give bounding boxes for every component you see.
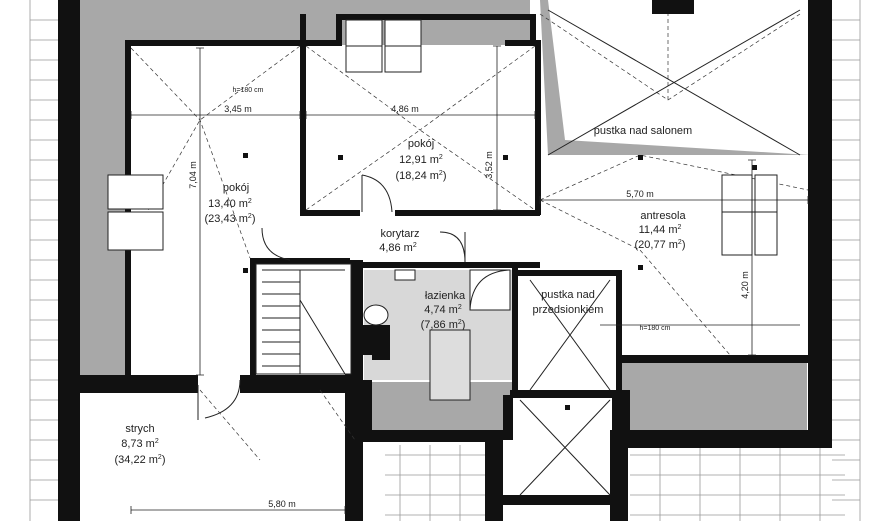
dim-h180-left: h=180 cm bbox=[233, 87, 264, 94]
label-antresola: antresola 11,44 m2 (20,77 m2) bbox=[635, 210, 687, 251]
room-area: 4,86 m bbox=[379, 242, 413, 254]
svg-text:(20,77 m2): (20,77 m2) bbox=[635, 239, 686, 251]
room-area: 4,74 m bbox=[424, 304, 458, 316]
room-total: (34,22 m bbox=[115, 454, 158, 466]
room-name: pokój bbox=[223, 182, 249, 194]
room-name: antresola bbox=[640, 210, 686, 222]
room-total: (18,24 m bbox=[396, 170, 439, 182]
roof-lines bbox=[130, 9, 809, 496]
svg-text:11,44 m2: 11,44 m2 bbox=[639, 224, 682, 236]
svg-text:4,86 m2: 4,86 m2 bbox=[379, 242, 417, 254]
room-name: łazienka bbox=[425, 290, 466, 302]
svg-text:4,74 m2: 4,74 m2 bbox=[424, 304, 462, 316]
bathroom-fixtures bbox=[363, 269, 511, 401]
room-total: (20,77 m bbox=[635, 239, 678, 251]
roof-windows bbox=[107, 19, 778, 256]
room-total: (7,86 m bbox=[421, 319, 458, 331]
ceiling-points bbox=[243, 153, 757, 410]
dim-486: 4,86 m bbox=[391, 104, 419, 114]
room-name: strych bbox=[125, 423, 154, 435]
label-korytarz: korytarz 4,86 m2 bbox=[379, 228, 419, 254]
roof-hatch-right bbox=[832, 0, 861, 521]
label-pokoj-top: pokój 12,91 m2 (18,24 m2) bbox=[396, 138, 447, 182]
door-swings bbox=[197, 174, 466, 420]
label-pustka-salon: pustka nad salonem bbox=[594, 125, 692, 137]
svg-text:(7,86 m2): (7,86 m2) bbox=[421, 319, 466, 331]
svg-text:(23,43 m2): (23,43 m2) bbox=[205, 213, 256, 225]
room-area: 13,40 m bbox=[208, 198, 248, 210]
staircase bbox=[255, 263, 352, 375]
svg-text:8,73 m2: 8,73 m2 bbox=[121, 438, 159, 450]
dimension-lines bbox=[130, 45, 809, 514]
label-pustka-przedsionek-2: przedsionkiem bbox=[533, 304, 604, 316]
dim-345: 3,45 m bbox=[224, 104, 252, 114]
grey-roof-areas bbox=[80, 0, 810, 432]
label-strych: strych 8,73 m2 (34,22 m2) bbox=[115, 423, 166, 466]
dim-704: 7,04 m bbox=[188, 161, 198, 189]
svg-text:(18,24 m2): (18,24 m2) bbox=[396, 170, 447, 182]
room-area: 11,44 m bbox=[639, 224, 678, 236]
dim-570: 5,70 m bbox=[626, 189, 654, 199]
dim-352: 3,52 m bbox=[484, 151, 494, 179]
room-name: korytarz bbox=[380, 228, 419, 240]
roof-hatch-bottom bbox=[385, 445, 845, 521]
room-area: 12,91 m bbox=[399, 154, 439, 166]
svg-text:(34,22 m2): (34,22 m2) bbox=[115, 454, 166, 466]
room-total: (23,43 m bbox=[205, 213, 248, 225]
dim-580: 5,80 m bbox=[268, 499, 296, 509]
svg-text:12,91 m2: 12,91 m2 bbox=[399, 154, 443, 166]
dim-h180-right: h=180 cm bbox=[640, 325, 671, 332]
outer-walls bbox=[58, 0, 832, 521]
label-pustka-przedsionek-1: pustka nad bbox=[541, 289, 595, 301]
label-pokoj-left: pokój 13,40 m2 (23,43 m2) bbox=[205, 182, 256, 225]
room-name: pokój bbox=[408, 138, 434, 150]
label-lazienka: łazienka 4,74 m2 (7,86 m2) bbox=[421, 290, 466, 331]
svg-text:13,40 m2: 13,40 m2 bbox=[208, 198, 252, 210]
room-area: 8,73 m bbox=[121, 438, 155, 450]
interior-walls bbox=[125, 14, 808, 400]
dim-420: 4,20 m bbox=[740, 271, 750, 299]
roof-hatch-left bbox=[29, 0, 58, 521]
